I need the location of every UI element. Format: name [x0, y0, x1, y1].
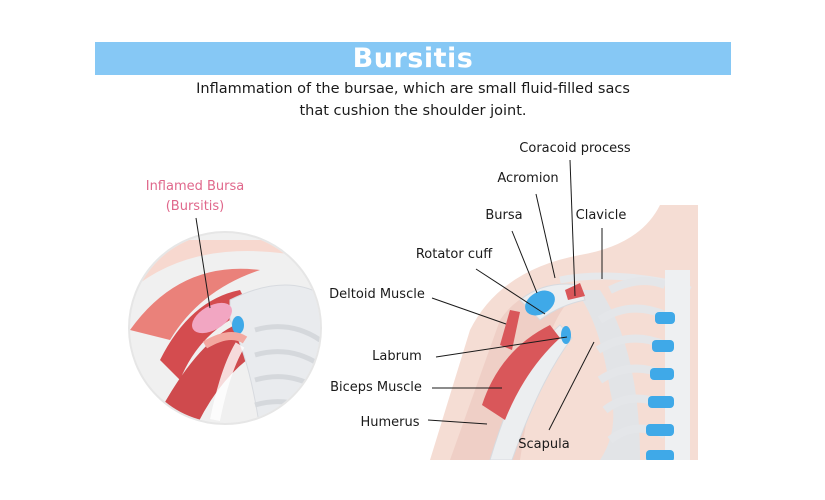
scapula-bone — [575, 290, 640, 460]
label-labrum: Labrum — [372, 349, 422, 364]
label-deltoid-muscle: Deltoid Muscle — [329, 287, 425, 302]
subtitle-line-1: Inflammation of the bursae, which are sm… — [196, 81, 630, 97]
inflamed-bursa — [192, 302, 232, 334]
deltoid-muscle — [500, 310, 520, 350]
label-bursa: Bursa — [485, 208, 522, 223]
label-rotator-cuff: Rotator cuff — [416, 247, 493, 262]
label-coracoid-process: Coracoid process — [519, 141, 631, 156]
inflamed-bursa-label-line-2: (Bursitis) — [166, 199, 225, 214]
inset-illustration: Inflamed Bursa (Bursitis) — [128, 179, 322, 425]
label-biceps-muscle: Biceps Muscle — [330, 380, 422, 395]
label-clavicle: Clavicle — [576, 208, 627, 223]
costal-cartilage — [646, 312, 675, 460]
labrum-cartilage — [561, 326, 571, 344]
inflamed-bursa-label-line-1: Inflamed Bursa — [146, 179, 245, 194]
label-scapula: Scapula — [518, 437, 569, 452]
leader-lines — [427, 159, 603, 431]
subtitle-line-2: that cushion the shoulder joint. — [299, 103, 527, 119]
page-title: Bursitis — [352, 43, 474, 74]
shoulder-anatomy-illustration — [430, 205, 698, 460]
label-acromion: Acromion — [497, 171, 558, 186]
bursa-sac — [525, 290, 555, 316]
subtitle: Inflammation of the bursae, which are sm… — [95, 78, 731, 122]
title-bar: Bursitis — [95, 42, 731, 75]
biceps-muscle — [482, 325, 560, 420]
label-humerus: Humerus — [360, 415, 419, 430]
